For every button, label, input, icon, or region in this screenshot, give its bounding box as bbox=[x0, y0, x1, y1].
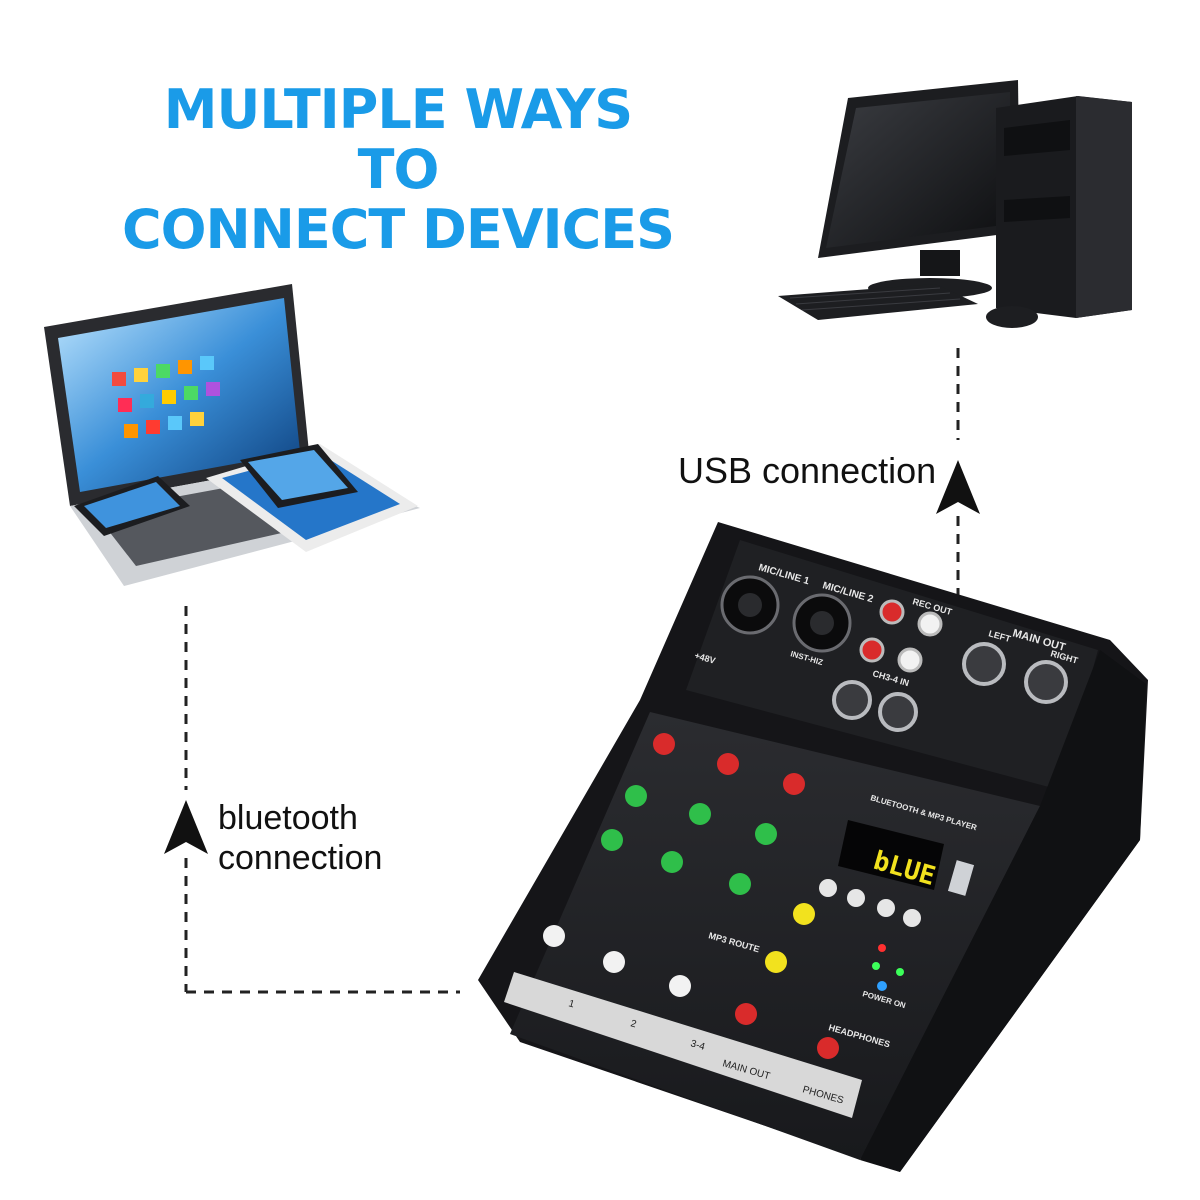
bluetooth-connection-label: bluetooth connection bbox=[218, 798, 382, 878]
channel-1-label: 1 bbox=[567, 998, 576, 1010]
label-strip bbox=[504, 972, 862, 1118]
laptop-with-devices bbox=[44, 284, 420, 586]
display-screen bbox=[838, 820, 944, 890]
channel-2-label: 2 bbox=[629, 1018, 638, 1030]
bluetooth-connection-line bbox=[184, 606, 460, 994]
usb-port bbox=[947, 860, 975, 896]
bluetooth-arrow-icon bbox=[164, 800, 208, 854]
audio-mixer: MIC/LINE 1 MIC/LINE 2 REC OUT MAIN OUT L… bbox=[478, 522, 1148, 1172]
headline-line-1: MULTIPLE WAYS TO bbox=[163, 78, 633, 201]
bluetooth-label-line-1: bluetooth bbox=[218, 799, 358, 837]
bluetooth-label-line-2: connection bbox=[218, 839, 383, 877]
usb-arrow-icon bbox=[936, 460, 980, 514]
usb-connection-label: USB connection bbox=[678, 450, 937, 491]
player-buttons bbox=[819, 879, 921, 927]
headline: MULTIPLE WAYS TO CONNECT DEVICES bbox=[118, 80, 678, 260]
status-leds bbox=[872, 944, 904, 991]
headline-line-2: CONNECT DEVICES bbox=[121, 198, 675, 261]
channel-34-label: 3-4 bbox=[689, 1038, 706, 1053]
desktop-computer bbox=[778, 80, 1132, 328]
